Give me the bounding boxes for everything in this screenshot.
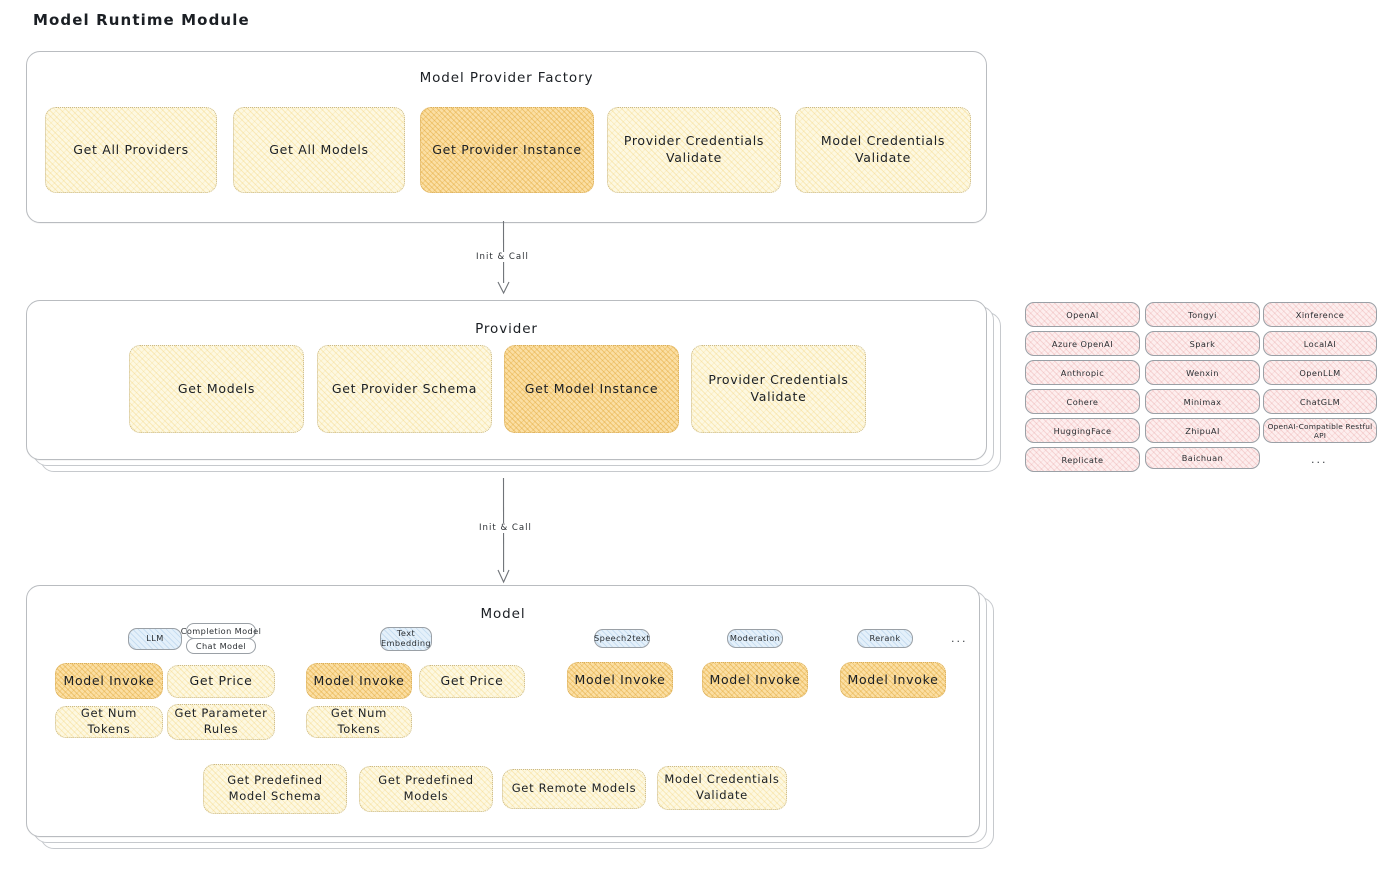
provider-chip-tongyi[interactable]: Tongyi [1145,302,1260,327]
provider-chip-spark[interactable]: Spark [1145,331,1260,356]
provider-chip-anthropic[interactable]: Anthropic [1025,360,1140,385]
model-common-get-remote-models[interactable]: Get Remote Models [502,769,646,809]
provider-chip-chatglm[interactable]: ChatGLM [1263,389,1377,414]
speech2text-method-model-invoke[interactable]: Model Invoke [567,662,673,698]
factory-box-model-credentials-validate[interactable]: Model Credentials Validate [795,107,971,193]
provider-chip-zhipuai[interactable]: ZhipuAI [1145,418,1260,443]
llm-method-get-num-tokens[interactable]: Get Num Tokens [55,706,163,738]
provider-chip-replicate[interactable]: Replicate [1025,447,1140,472]
llm-method-get-price[interactable]: Get Price [167,665,275,698]
provider-title: Provider [475,321,538,337]
model-type-chip-moderation[interactable]: Moderation [727,629,783,648]
arrow-provider-to-model [497,478,510,584]
provider-chip-xinference[interactable]: Xinference [1263,302,1377,327]
provider-box-provider-credentials-validate[interactable]: Provider Credentials Validate [691,345,866,433]
provider-chip-openai-compatible-restful-api[interactable]: OpenAI-Compatible Restful API [1263,418,1377,443]
model-common-get-predefined-models[interactable]: Get Predefined Models [359,766,493,812]
rerank-method-model-invoke[interactable]: Model Invoke [840,662,946,698]
provider-chip-openllm[interactable]: OpenLLM [1263,360,1377,385]
llm-method-model-invoke[interactable]: Model Invoke [55,663,163,699]
model-type-chip-text-embedding[interactable]: Text Embedding [380,627,432,651]
provider-chip-minimax[interactable]: Minimax [1145,389,1260,414]
model-common-get-predefined-model-schema[interactable]: Get Predefined Model Schema [203,764,347,814]
model-type-chip-speech2text[interactable]: Speech2text [594,629,650,648]
model-type-chip-rerank[interactable]: Rerank [857,629,913,648]
provider-box-get-model-instance[interactable]: Get Model Instance [504,345,679,433]
model-provider-factory-title: Model Provider Factory [419,70,594,86]
model-title: Model [480,606,526,622]
provider-chip-azure-openai[interactable]: Azure OpenAI [1025,331,1140,356]
provider-chip-huggingface[interactable]: HuggingFace [1025,418,1140,443]
provider-chip-cohere[interactable]: Cohere [1025,389,1140,414]
text-embedding-method-get-num-tokens[interactable]: Get Num Tokens [306,706,412,738]
provider-chip-baichuan[interactable]: Baichuan [1145,447,1260,469]
provider-box-get-provider-schema[interactable]: Get Provider Schema [317,345,492,433]
model-subtype-chip-chat-model[interactable]: Chat Model [186,638,256,654]
arrow-factory-to-provider-label: Init & Call [473,252,532,262]
text-embedding-method-model-invoke[interactable]: Model Invoke [306,663,412,699]
text-embedding-method-get-price[interactable]: Get Price [419,665,525,698]
llm-method-get-parameter-rules[interactable]: Get Parameter Rules [167,704,275,740]
model-type-chip-llm[interactable]: LLM [128,628,182,650]
factory-box-get-provider-instance[interactable]: Get Provider Instance [420,107,594,193]
factory-box-provider-credentials-validate[interactable]: Provider Credentials Validate [607,107,781,193]
model-subtype-chip-completion-model[interactable]: Completion Model [181,623,261,639]
provider-chip-openai[interactable]: OpenAI [1025,302,1140,327]
provider-list-ellipsis: ... [1311,453,1328,466]
page-title: Model Runtime Module [33,11,250,29]
model-common-model-credentials-validate[interactable]: Model Credentials Validate [657,766,787,810]
model-types-ellipsis: ... [951,632,968,645]
provider-box-get-models[interactable]: Get Models [129,345,304,433]
provider-chip-localai[interactable]: LocalAI [1263,331,1377,356]
arrow-provider-to-model-label: Init & Call [476,523,535,533]
moderation-method-model-invoke[interactable]: Model Invoke [702,662,808,698]
provider-chip-wenxin[interactable]: Wenxin [1145,360,1260,385]
factory-box-get-all-models[interactable]: Get All Models [233,107,405,193]
factory-box-get-all-providers[interactable]: Get All Providers [45,107,217,193]
